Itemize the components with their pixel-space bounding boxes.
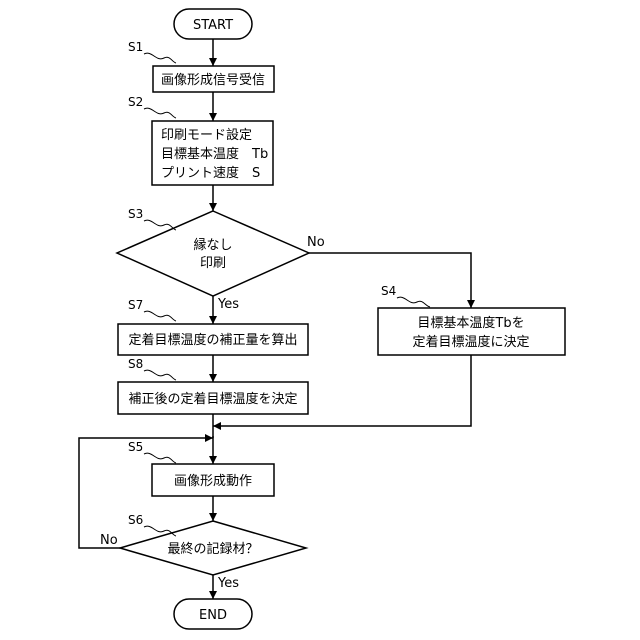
s4-line2: 定着目標温度に決定 bbox=[412, 334, 529, 350]
s4-step-label: S4 bbox=[381, 284, 396, 298]
s7-step-label: S7 bbox=[128, 298, 143, 312]
s2-line3: プリント速度 S bbox=[161, 165, 260, 181]
s8-text: 補正後の定着目標温度を決定 bbox=[128, 391, 297, 407]
s3-line1: 縁なし bbox=[193, 237, 232, 253]
end-label: END bbox=[199, 608, 227, 623]
arrow-s3-s4 bbox=[309, 253, 471, 308]
s1-text: 画像形成信号受信 bbox=[161, 73, 265, 88]
s2-leader bbox=[144, 108, 176, 118]
s6-step-label: S6 bbox=[128, 513, 143, 527]
step-s2: 印刷モード設定 目標基本温度 Tb プリント速度 S S2 bbox=[128, 95, 273, 185]
s5-text: 画像形成動作 bbox=[174, 474, 252, 489]
s8-leader bbox=[144, 370, 176, 380]
s4-leader bbox=[397, 297, 430, 307]
s6-yes-label: Yes bbox=[217, 576, 239, 591]
s2-line1: 印刷モード設定 bbox=[161, 127, 252, 143]
s2-step-label: S2 bbox=[128, 95, 143, 109]
s7-leader bbox=[144, 311, 176, 321]
s6-text: 最終の記録材？ bbox=[167, 541, 258, 557]
s5-step-label: S5 bbox=[128, 440, 143, 454]
decision-s6: 最終の記録材？ S6 No Yes bbox=[100, 513, 306, 591]
start-terminal: START bbox=[174, 9, 252, 39]
s8-step-label: S8 bbox=[128, 357, 143, 371]
s3-no-label: No bbox=[307, 235, 325, 250]
s2-line2: 目標基本温度 Tb bbox=[161, 146, 268, 162]
s1-leader bbox=[144, 53, 176, 63]
s4-line1: 目標基本温度Tbを bbox=[417, 315, 524, 331]
decision-s3: 縁なし 印刷 S3 No Yes bbox=[117, 207, 325, 312]
start-label: START bbox=[193, 18, 233, 33]
s6-no-label: No bbox=[100, 533, 118, 548]
step-s1: 画像形成信号受信 S1 bbox=[128, 40, 274, 92]
step-s5: 画像形成動作 S5 bbox=[128, 440, 274, 496]
end-terminal: END bbox=[174, 599, 252, 629]
s5-leader bbox=[144, 453, 176, 463]
s7-text: 定着目標温度の補正量を算出 bbox=[128, 332, 297, 348]
s3-yes-label: Yes bbox=[217, 297, 239, 312]
s1-step-label: S1 bbox=[128, 40, 143, 54]
s3-line2: 印刷 bbox=[200, 256, 226, 271]
s3-step-label: S3 bbox=[128, 207, 143, 221]
